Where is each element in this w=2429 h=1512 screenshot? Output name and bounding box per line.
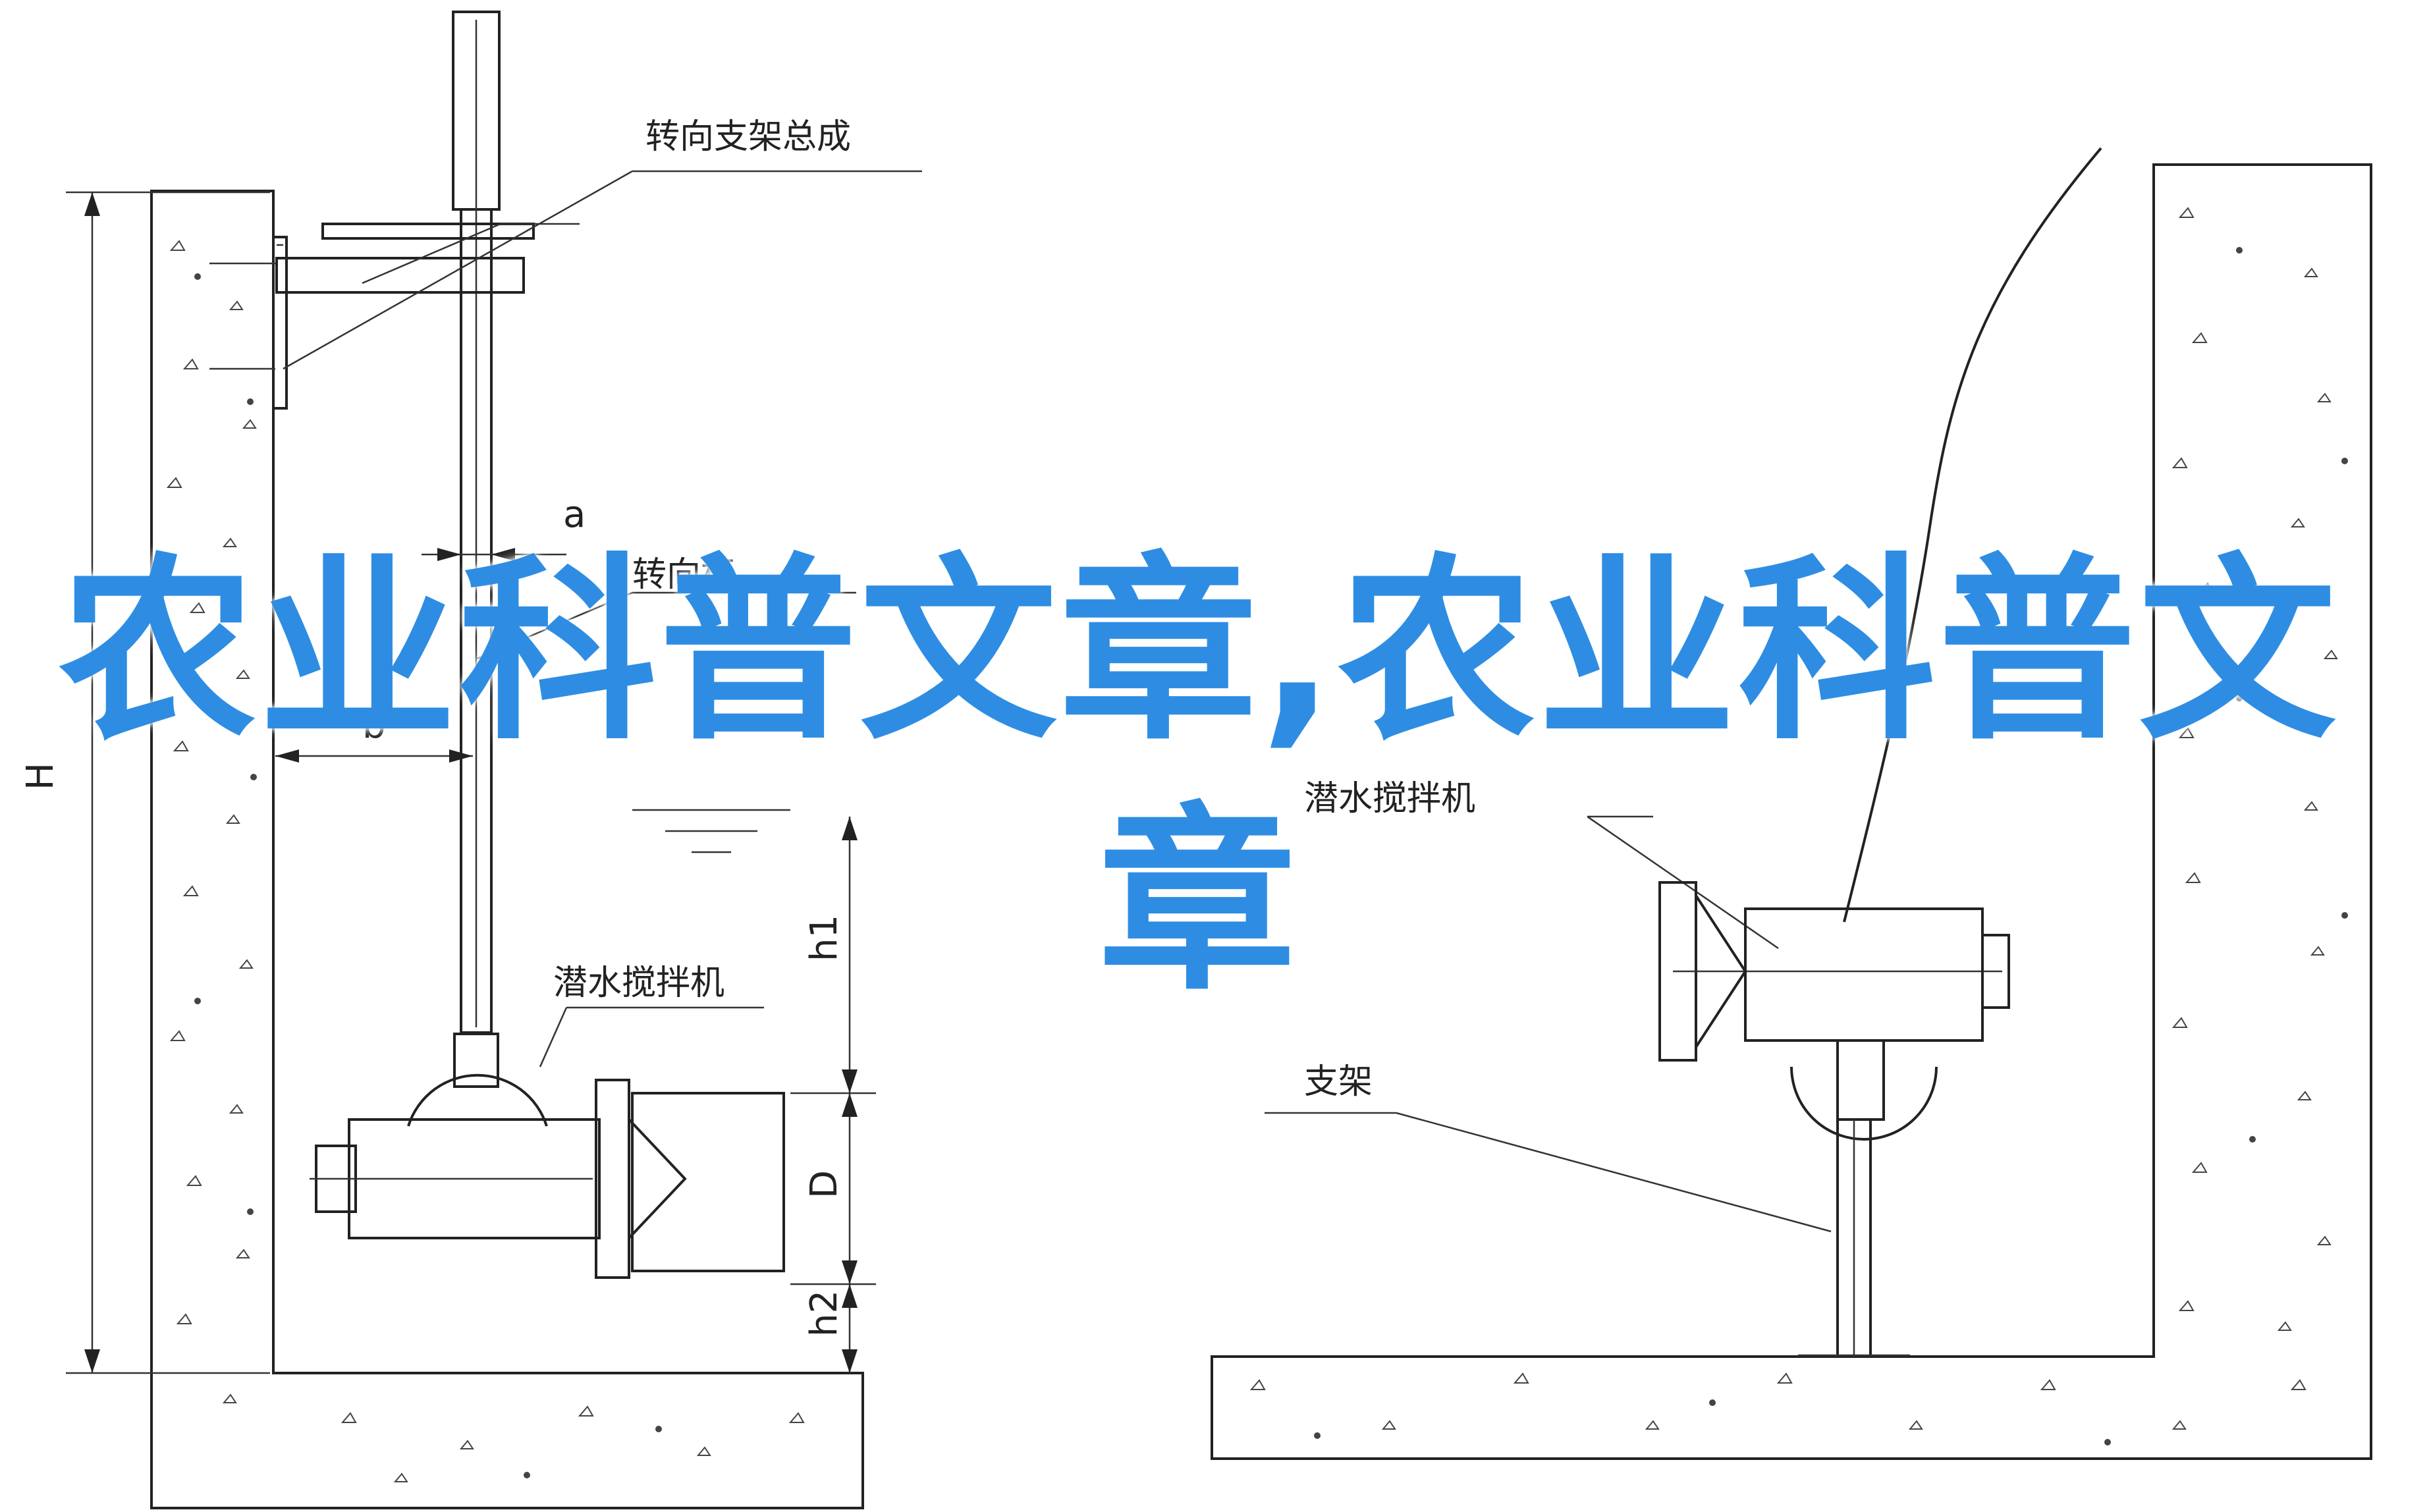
label-submersible-mixer-right: 潜水搅拌机 (1304, 779, 1475, 819)
left-mixer (310, 1033, 785, 1279)
right-concrete-wall (1211, 163, 2372, 1460)
right-structure (1265, 147, 2102, 1233)
dim-D: D (803, 1170, 846, 1199)
label-submersible-mixer-left: 潜水搅拌机 (553, 963, 724, 1003)
label-swivel-bracket: 转向支架总成 (645, 117, 851, 157)
label-bracket: 支架 (1304, 1062, 1373, 1102)
concrete-texture (166, 207, 2348, 1482)
dim-H: H (19, 763, 62, 790)
left-concrete-wall (150, 190, 864, 1509)
right-mixer (1658, 881, 2010, 1358)
dim-h2: h2 (803, 1290, 846, 1337)
dim-h1: h1 (803, 915, 846, 961)
right-tank (1211, 163, 2372, 1460)
left-tank (150, 190, 864, 1509)
diagram-labels: 转向支架总成 转向杆 潜水搅拌机 潜水搅拌机 支架 a b H h1 D h2 (19, 117, 1475, 1337)
left-dimensions (66, 191, 876, 1374)
left-leaders (283, 170, 922, 1067)
label-swivel-rod: 转向杆 (632, 555, 735, 595)
overlay-title: 农业科普文章,农业科普文章 (59, 537, 2339, 1017)
dim-a: a (563, 493, 586, 536)
dim-b: b (362, 704, 386, 747)
